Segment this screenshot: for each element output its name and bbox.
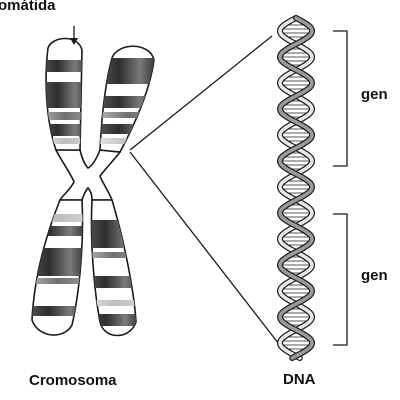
gene-bracket-upper — [333, 30, 348, 167]
centromere — [54, 149, 122, 201]
chromosome — [31, 37, 155, 337]
chromatid-pointer-arrow — [70, 26, 78, 45]
dna-double-helix — [276, 15, 316, 361]
chromatid-label: omátida — [0, 0, 56, 14]
chromosome-label: Cromosoma — [29, 372, 117, 389]
gene-bracket-lower — [333, 213, 348, 346]
gene-label-lower: gen — [361, 267, 388, 284]
chromatid-arm-top-left — [45, 37, 83, 151]
chromatid-arm-bottom-right — [90, 199, 137, 337]
chromatid-arm-top-right — [99, 45, 155, 153]
dna-backbone-strand-a — [278, 16, 314, 360]
gene-label-upper: gen — [361, 86, 388, 103]
chromatid-arm-bottom-left — [31, 199, 84, 336]
dna-label: DNA — [283, 371, 316, 388]
zoom-lines — [129, 35, 283, 349]
dna-backbone-strand-b — [278, 16, 314, 360]
